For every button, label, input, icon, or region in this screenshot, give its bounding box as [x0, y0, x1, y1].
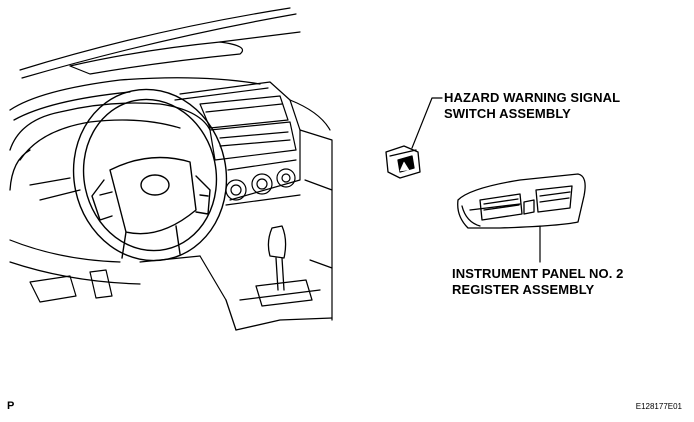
dash-upper	[9, 77, 261, 201]
hazard-switch-label-line2: SWITCH ASSEMBLY	[444, 106, 571, 121]
lower-dash	[9, 239, 227, 303]
figure-code: E128177E01	[635, 402, 682, 411]
register-label-line2: REGISTER ASSEMBLY	[452, 282, 595, 297]
hazard-switch-label: HAZARD WARNING SIGNAL SWITCH ASSEMBLY	[444, 90, 620, 122]
register-label: INSTRUMENT PANEL NO. 2 REGISTER ASSEMBLY	[452, 266, 623, 298]
windshield-lines	[19, 7, 301, 79]
register-part	[457, 173, 586, 229]
shift-lever	[225, 225, 333, 331]
leader-lines	[411, 97, 541, 263]
steering-wheel	[72, 88, 228, 262]
register-label-line1: INSTRUMENT PANEL NO. 2	[452, 266, 624, 281]
view-marker: P	[7, 400, 15, 412]
dash-right	[289, 99, 333, 321]
hazard-switch-label-line1: HAZARD WARNING SIGNAL	[444, 90, 621, 105]
hazard-switch-part	[385, 145, 421, 179]
center-stack	[174, 81, 301, 206]
